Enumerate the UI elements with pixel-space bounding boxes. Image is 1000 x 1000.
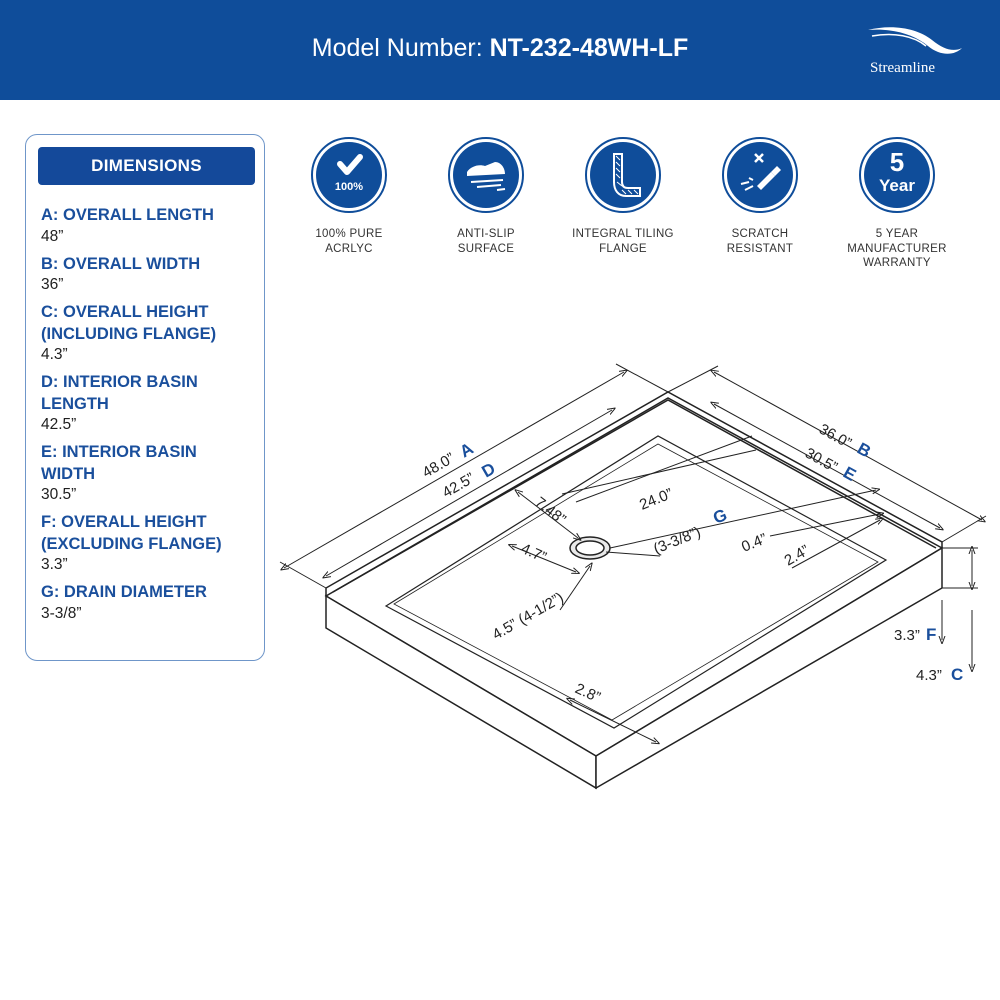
feature-line: ANTI-SLIP	[457, 228, 515, 240]
letter-c: C	[951, 665, 963, 684]
dimension-label: LENGTH	[41, 394, 109, 413]
dimension-item: B: OVERALL WIDTH 36”	[41, 254, 263, 296]
dimension-item: C: OVERALL HEIGHT (INCLUDING FLANGE) 4.3”	[41, 302, 263, 365]
dimension-item: D: INTERIOR BASIN LENGTH 42.5”	[41, 372, 263, 435]
label-interior-width: 30.5”	[802, 445, 840, 476]
checkmark-100-icon: 100%	[316, 142, 382, 208]
warranty-word: Year	[879, 176, 915, 195]
dimension-label: F: OVERALL HEIGHT	[41, 513, 207, 531]
tiling-flange-icon	[590, 142, 656, 208]
scratch-resistant-icon	[727, 142, 793, 208]
feature-line: SCRATCH	[731, 228, 789, 240]
letter-g: G	[710, 505, 729, 528]
dimensions-panel: DIMENSIONS A: OVERALL LENGTH 48” B: OVERAL…	[25, 134, 265, 661]
model-label: Model Number:	[311, 34, 483, 62]
dimension-lines	[280, 363, 986, 742]
dimension-label: A: OVERALL LENGTH	[41, 206, 214, 224]
feature-line: ACRLYC	[325, 242, 373, 255]
feature-line: WARRANTY	[863, 257, 931, 269]
label-overall-width: 36.0”	[816, 421, 854, 452]
feature-line: FLANGE	[599, 242, 647, 255]
dimension-value: 3.3”	[41, 556, 68, 573]
label-height-excl: 3.3”	[894, 627, 920, 644]
dimension-value: 36”	[41, 276, 64, 293]
wave-logo-icon	[868, 27, 962, 54]
feature-anti-slip: ANTI-SLIP SURFACE	[416, 137, 556, 256]
feature-line: SURFACE	[457, 242, 515, 255]
model-number: NT-232-48WH-LF	[489, 34, 689, 62]
header-bar: Model Number: NT-232-48WH-LF Streamline	[0, 0, 1000, 100]
dimension-value: 3-3/8”	[41, 604, 82, 622]
feature-text: SCRATCH RESISTANT	[690, 227, 830, 256]
warranty-number: 5	[889, 147, 905, 177]
feature-line: INTEGRAL TILING	[572, 228, 674, 240]
feature-text: 100% PURE ACRLYC	[279, 227, 419, 256]
dimension-item: G: DRAIN DIAMETER 3-3/8”	[41, 582, 263, 624]
dimension-item: A: OVERALL LENGTH 48”	[41, 205, 263, 247]
feature-warranty: 5 Year 5 YEAR MANUFACTURER WARRANTY	[827, 137, 967, 271]
anti-slip-shoe-icon	[453, 142, 519, 208]
dimension-label: WIDTH	[41, 464, 96, 483]
dimension-label: C: OVERALL HEIGHT	[41, 303, 209, 321]
label-height-incl: 4.3”	[916, 667, 942, 684]
dimension-value: 4.3”	[41, 346, 68, 363]
feature-text: 5 YEAR MANUFACTURER WARRANTY	[827, 227, 967, 271]
dimension-label: (EXCLUDING FLANGE)	[41, 534, 222, 553]
dimensions-title: DIMENSIONS	[38, 147, 255, 185]
letter-a: A	[457, 439, 477, 462]
dimension-label: G: DRAIN DIAMETER	[41, 583, 207, 601]
label-interior-length: 42.5”	[440, 470, 478, 502]
feature-line: 100% PURE	[315, 228, 383, 240]
base-outline	[324, 391, 944, 790]
feature-scratch-resistant: SCRATCH RESISTANT	[690, 137, 830, 256]
feature-line: MANUFACTURER	[847, 242, 947, 255]
feature-text: ANTI-SLIP SURFACE	[416, 227, 556, 256]
pct-text: 100%	[334, 181, 364, 193]
dimension-label: E: INTERIOR BASIN	[41, 443, 197, 461]
feature-pure-acrylic: 100% 100% PURE ACRLYC	[279, 137, 419, 256]
dimension-value: 30.5”	[41, 486, 77, 503]
letter-f: F	[926, 625, 936, 644]
feature-tiling-flange: INTEGRAL TILING FLANGE	[553, 137, 693, 256]
dimension-value: 42.5”	[41, 416, 77, 433]
dimension-label: D: INTERIOR BASIN	[41, 373, 198, 391]
dimension-label: (INCLUDING FLANGE)	[41, 324, 217, 343]
dimensions-list: A: OVERALL LENGTH 48” B: OVERALL WIDTH 36” C…	[41, 205, 263, 631]
feature-line: RESISTANT	[726, 242, 794, 255]
label-overall-length: 48.0”	[420, 450, 458, 482]
model-number-title: Model Number: NT-232-48WH-LF	[0, 34, 1000, 63]
brand-name: Streamline	[870, 60, 935, 76]
warranty-5-year-icon: 5 Year	[864, 142, 930, 208]
dimension-value: 48”	[41, 227, 64, 245]
dimension-item: F: OVERALL HEIGHT (EXCLUDING FLANGE) 3.3”	[41, 512, 263, 575]
dimension-label: B: OVERALL WIDTH	[41, 254, 201, 273]
dimension-item: E: INTERIOR BASIN WIDTH 30.5”	[41, 442, 263, 505]
letter-b: B	[854, 439, 874, 462]
streamline-logo: Streamline	[862, 22, 967, 82]
feature-text: INTEGRAL TILING FLANGE	[553, 227, 693, 256]
feature-line: 5 YEAR	[875, 228, 919, 240]
